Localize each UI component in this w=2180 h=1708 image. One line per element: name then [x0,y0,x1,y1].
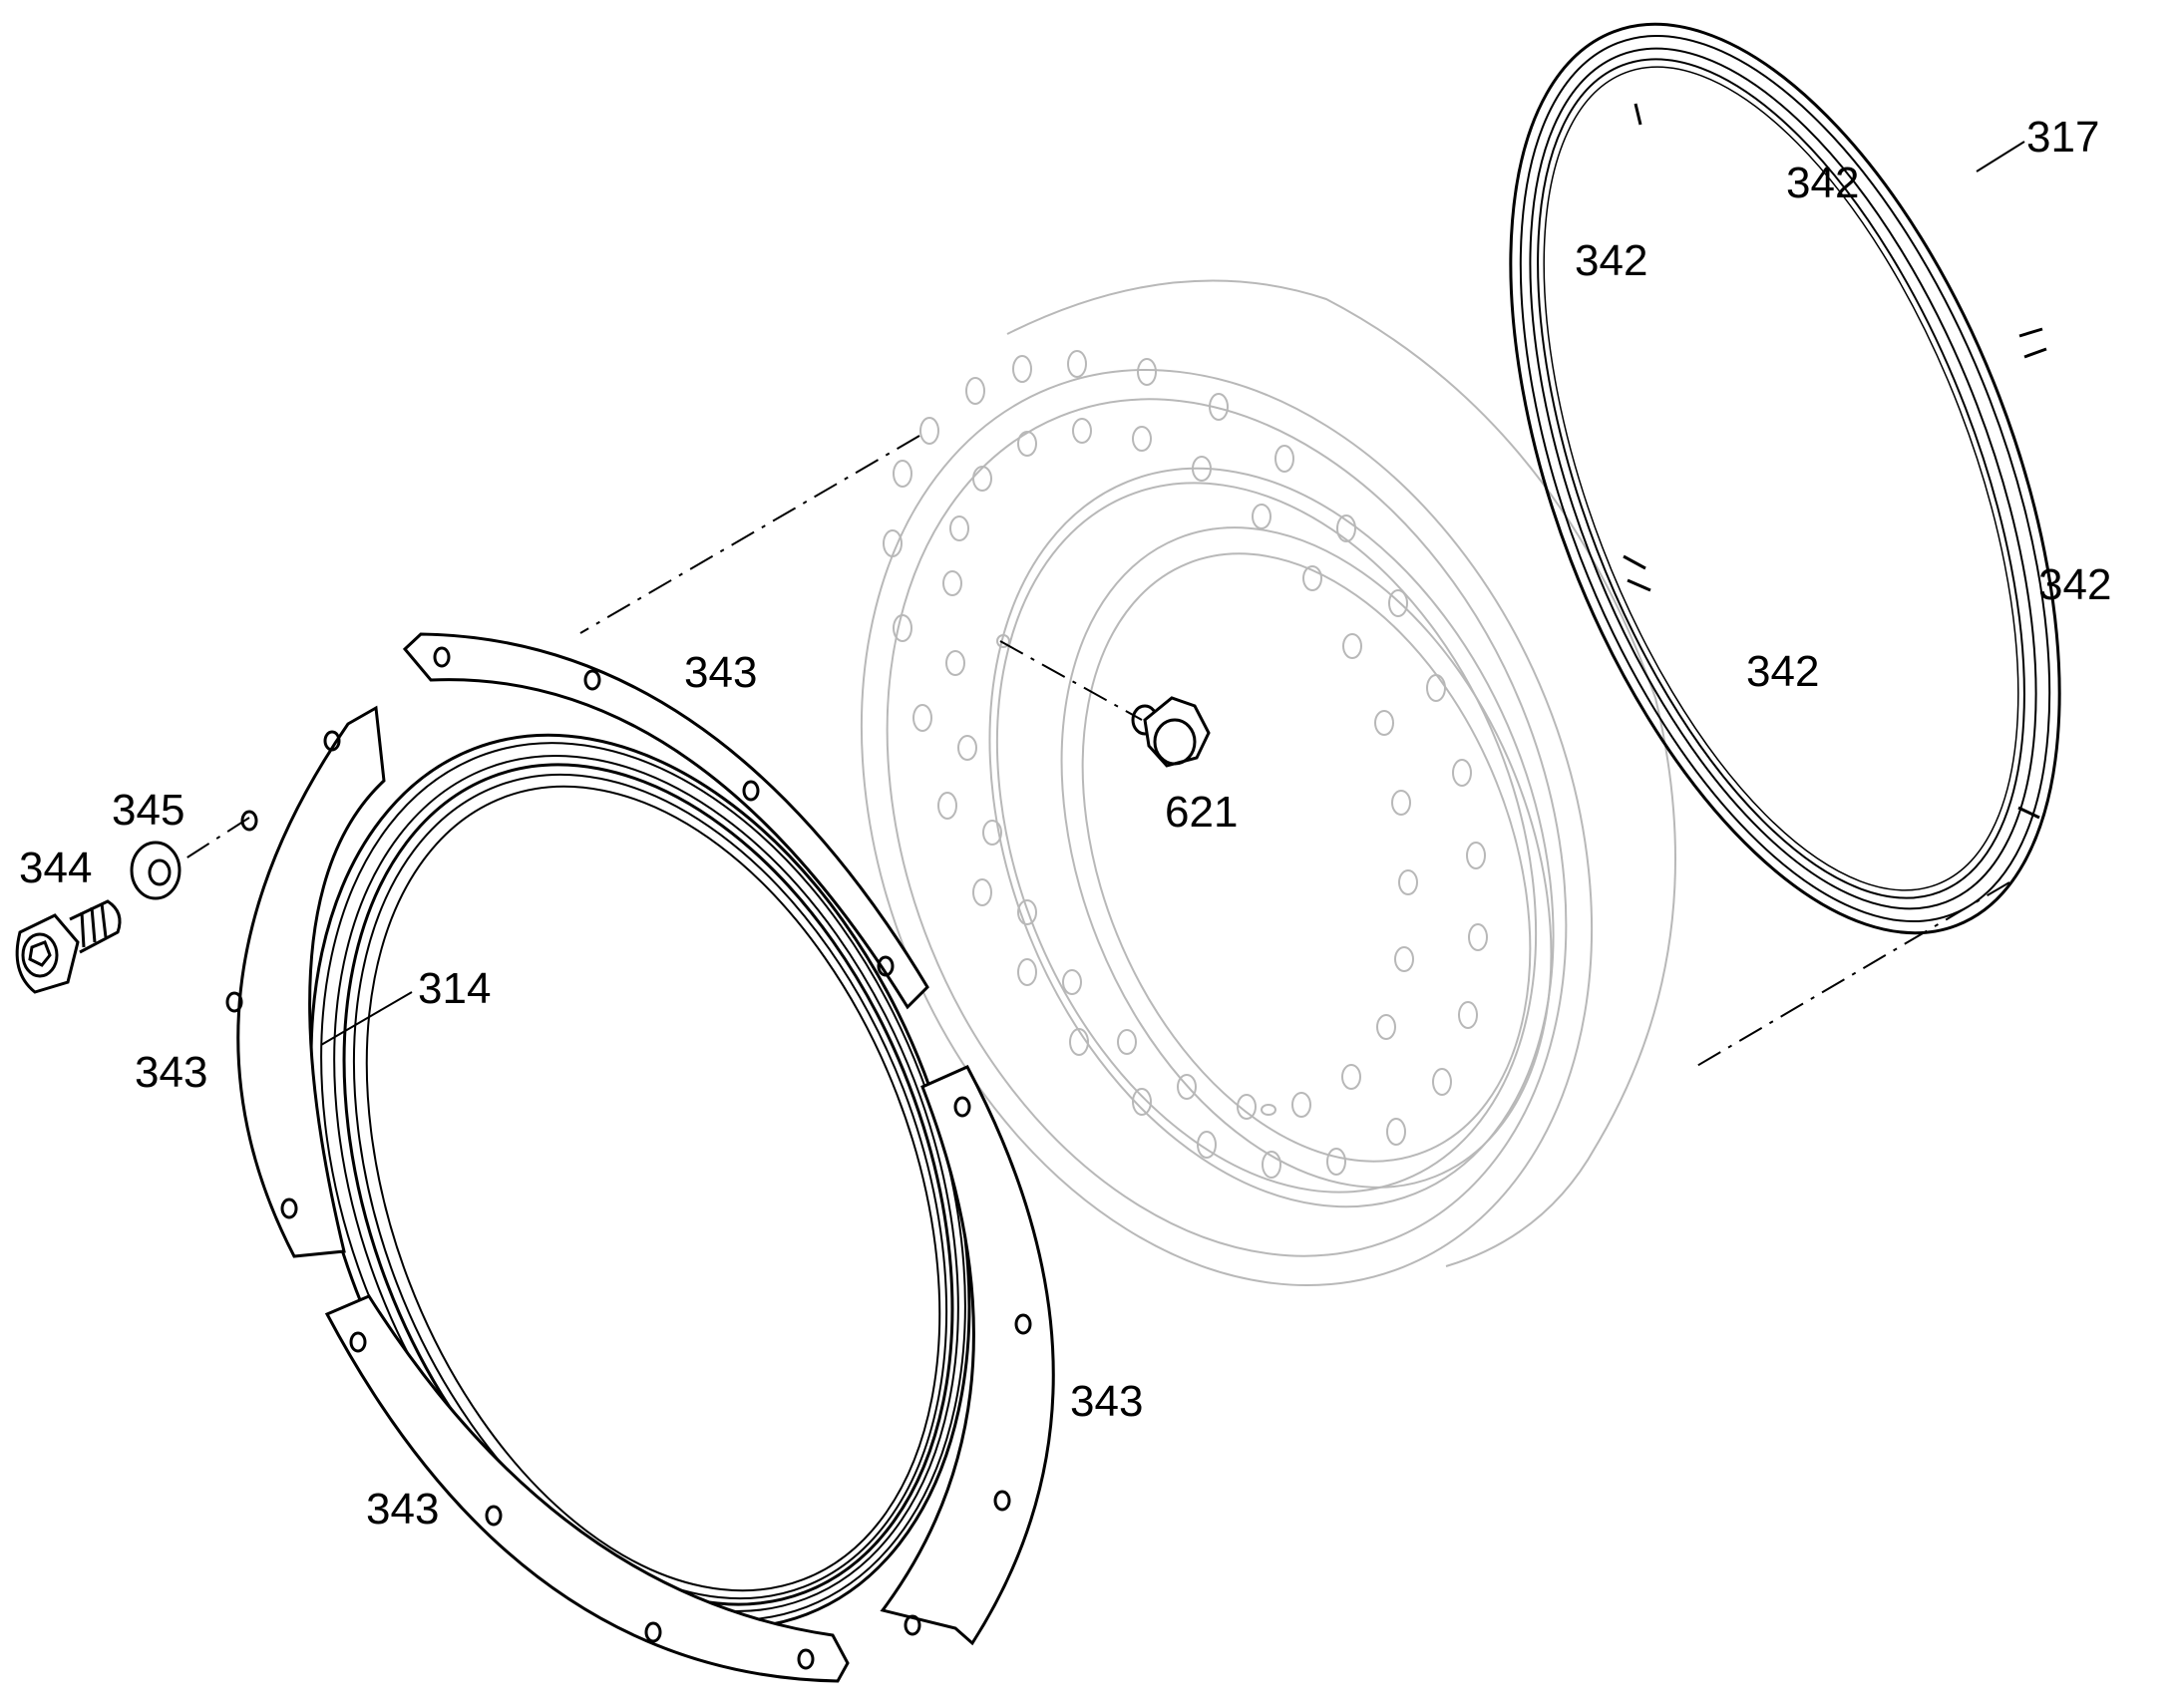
callouts: 317 342 342 342 342 343 621 345 344 314 … [19,113,2111,1534]
seal-314 [309,733,971,1630]
callout-343-right: 343 [1070,1377,1143,1426]
clamp-segment-right [880,1065,1055,1646]
plug-621 [1131,696,1211,768]
center-lines [179,435,2010,1068]
ghost-bolt-holes-inner [942,418,1418,1120]
callout-343-left: 343 [135,1048,207,1097]
washer-345 [130,841,182,900]
callout-342-bottom: 342 [1746,647,1819,696]
callout-342-right: 342 [2038,560,2111,609]
clamp-segment-bottom [324,1294,850,1683]
callout-344: 344 [19,844,92,892]
callout-314: 314 [418,964,491,1013]
leader-lines [320,141,2025,1046]
seal-ring-317 [1509,22,2061,935]
ghost-bolt-holes-outer [883,350,1488,1179]
callout-621: 621 [1165,788,1238,837]
callout-345: 345 [112,786,184,835]
callout-342-top: 342 [1786,159,1859,207]
clamp-segment-top [402,632,929,1010]
callout-317: 317 [2026,113,2099,162]
callout-343-bottom: 343 [366,1485,439,1534]
clamp-segment-left [225,705,386,1258]
callout-342-left: 342 [1575,236,1647,285]
screw-344 [15,899,122,994]
callout-343-top: 343 [684,648,757,697]
